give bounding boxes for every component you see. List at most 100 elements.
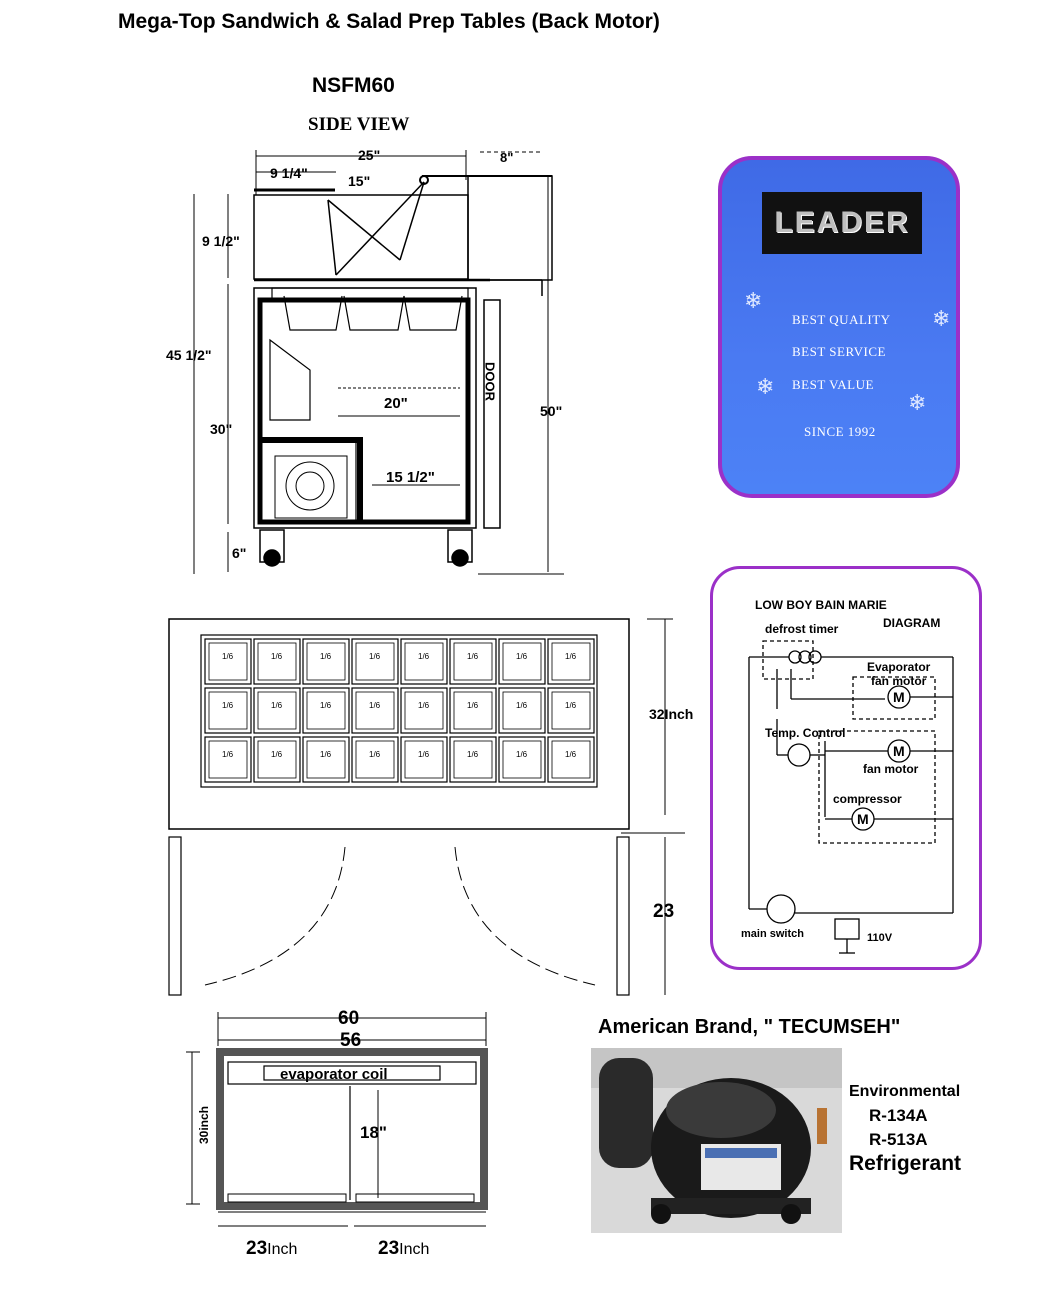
dim-total-height: 50" xyxy=(540,403,562,419)
pan-slot xyxy=(351,736,399,783)
pan-size-label: 1/6 xyxy=(271,750,283,759)
pan-slot-inner xyxy=(355,642,395,681)
top-view-drawing: 1/6 1/6 1/6 1/6 1/6 1/6 1/6 1/6 1/6 1/6 1/6 1/6 1/6 1… xyxy=(168,618,693,996)
leg-label: 23 xyxy=(653,901,674,922)
pan-slot xyxy=(253,638,301,685)
pan-size-label: 1/6 xyxy=(516,652,528,661)
pan-slot xyxy=(498,736,546,783)
front-section-drawing: 60 56 evaporator coil 30inch 18" 23Inch … xyxy=(186,1008,488,1259)
dim-lid-height: 9 1/2" xyxy=(202,233,240,249)
pan-slot xyxy=(449,687,497,734)
pan-size-label: 1/6 xyxy=(222,701,234,710)
temp-control-label: Temp. Control xyxy=(765,726,845,740)
dim-top-width: 25" xyxy=(358,147,380,163)
evaporator-coil-label: evaporator coil xyxy=(280,1066,388,1083)
dim-inner-mid: 15" xyxy=(348,173,370,189)
pan-size-label: 1/6 xyxy=(369,652,381,661)
voltage-label: 110V xyxy=(867,932,893,944)
dim-interior-width: 20" xyxy=(384,395,408,412)
slogan-service: BEST SERVICE xyxy=(792,344,886,359)
pan-slot-inner xyxy=(502,642,542,681)
pan-slot-inner xyxy=(404,642,444,681)
pan-size-label: 1/6 xyxy=(418,652,430,661)
pan-size-label: 1/6 xyxy=(565,750,577,759)
pan-slot xyxy=(253,736,301,783)
pan-slot xyxy=(547,736,595,783)
pan-slot xyxy=(351,638,399,685)
pan-slot-inner xyxy=(355,691,395,730)
snowflake-icon: ❄ xyxy=(756,374,775,399)
pan-slot-inner xyxy=(257,642,297,681)
dim-counter-height: 30" xyxy=(210,421,232,437)
dim-inner-left: 9 1/4" xyxy=(270,165,308,181)
pan-slot xyxy=(400,638,448,685)
pan-size-label: 1/6 xyxy=(320,701,332,710)
pan-size-label: 1/6 xyxy=(516,750,528,759)
side-view-label: SIDE VIEW xyxy=(308,114,410,135)
main-switch-label: main switch xyxy=(741,928,804,940)
pan-slot xyxy=(302,638,350,685)
since-label: SINCE 1992 xyxy=(804,424,876,439)
pan-slot xyxy=(204,687,252,734)
dim-rear-ext: 8" xyxy=(500,150,513,165)
pan-slot-inner xyxy=(453,691,493,730)
pan-slot xyxy=(400,687,448,734)
defrost-timer-label: defrost timer xyxy=(765,622,839,636)
pan-size-label: 1/6 xyxy=(369,701,381,710)
pan-slot-inner xyxy=(306,642,346,681)
dim-lower-width: 15 1/2" xyxy=(386,469,435,486)
refrigerant-label: Refrigerant xyxy=(849,1152,962,1175)
compressor-brand: American Brand, " TECUMSEH" xyxy=(598,1016,901,1038)
motor-symbol: M xyxy=(893,689,905,705)
pan-size-label: 1/6 xyxy=(320,750,332,759)
snowflake-icon: ❄ xyxy=(908,390,927,415)
pan-slot-inner xyxy=(404,740,444,779)
motor-symbol: M xyxy=(893,743,905,759)
compressor-photo xyxy=(591,1048,842,1233)
pan-slot xyxy=(302,736,350,783)
motor-symbol: M xyxy=(857,811,869,827)
pan-slot xyxy=(547,638,595,685)
pan-slot-inner xyxy=(208,691,248,730)
height-label: 30inch xyxy=(197,1106,211,1144)
shelf-height-label: 18" xyxy=(360,1123,387,1142)
depth-label: 32Inch xyxy=(649,706,693,722)
pan-slot xyxy=(547,687,595,734)
refrigerant-r134a: R-134A xyxy=(869,1106,928,1125)
pan-slot-inner xyxy=(208,740,248,779)
pan-size-label: 1/6 xyxy=(418,701,430,710)
pan-slot-inner xyxy=(257,740,297,779)
pan-size-label: 1/6 xyxy=(516,701,528,710)
outer-width-label: 60 xyxy=(338,1008,359,1029)
model-number: NSFM60 xyxy=(312,74,395,97)
wiring-diagram-card: LOW BOY BAIN MARIE DIAGRAM defrost timer… xyxy=(710,566,982,970)
wiring-diagram: LOW BOY BAIN MARIE DIAGRAM defrost timer… xyxy=(741,598,954,954)
pan-slot-inner xyxy=(404,691,444,730)
slogan-value: BEST VALUE xyxy=(792,377,874,392)
pan-size-label: 1/6 xyxy=(565,701,577,710)
pan-slot-inner xyxy=(453,740,493,779)
pan-slot xyxy=(302,687,350,734)
pan-size-label: 1/6 xyxy=(271,652,283,661)
evap-fan-motor-label: fan motor xyxy=(871,674,927,688)
pan-slot-inner xyxy=(306,740,346,779)
fan-motor-label: fan motor xyxy=(863,762,919,776)
pan-slot-inner xyxy=(551,740,591,779)
refrigerant-info: Environmental R-134A R-513A Refrigerant xyxy=(849,1080,961,1176)
slogan-quality: BEST QUALITY xyxy=(792,312,891,327)
leader-brand-card: LEADER ❄ ❄ ❄ ❄ BEST QUALITY BEST SERVICE… xyxy=(718,156,960,498)
inner-width-label: 56 xyxy=(340,1030,361,1051)
evaporator-label: Evaporator xyxy=(867,660,931,674)
wiring-title-2: DIAGRAM xyxy=(883,616,940,630)
pan-slot-inner xyxy=(257,691,297,730)
pan-slot xyxy=(400,736,448,783)
pan-size-label: 1/6 xyxy=(467,652,479,661)
pan-size-label: 1/6 xyxy=(418,750,430,759)
door-label: DOOR xyxy=(483,362,498,402)
pan-slot xyxy=(351,687,399,734)
page-title: Mega-Top Sandwich & Salad Prep Tables (B… xyxy=(118,10,660,33)
pan-slot xyxy=(498,687,546,734)
pan-size-label: 1/6 xyxy=(565,652,577,661)
door-right-width: 23Inch xyxy=(378,1238,429,1259)
pan-slot xyxy=(449,638,497,685)
